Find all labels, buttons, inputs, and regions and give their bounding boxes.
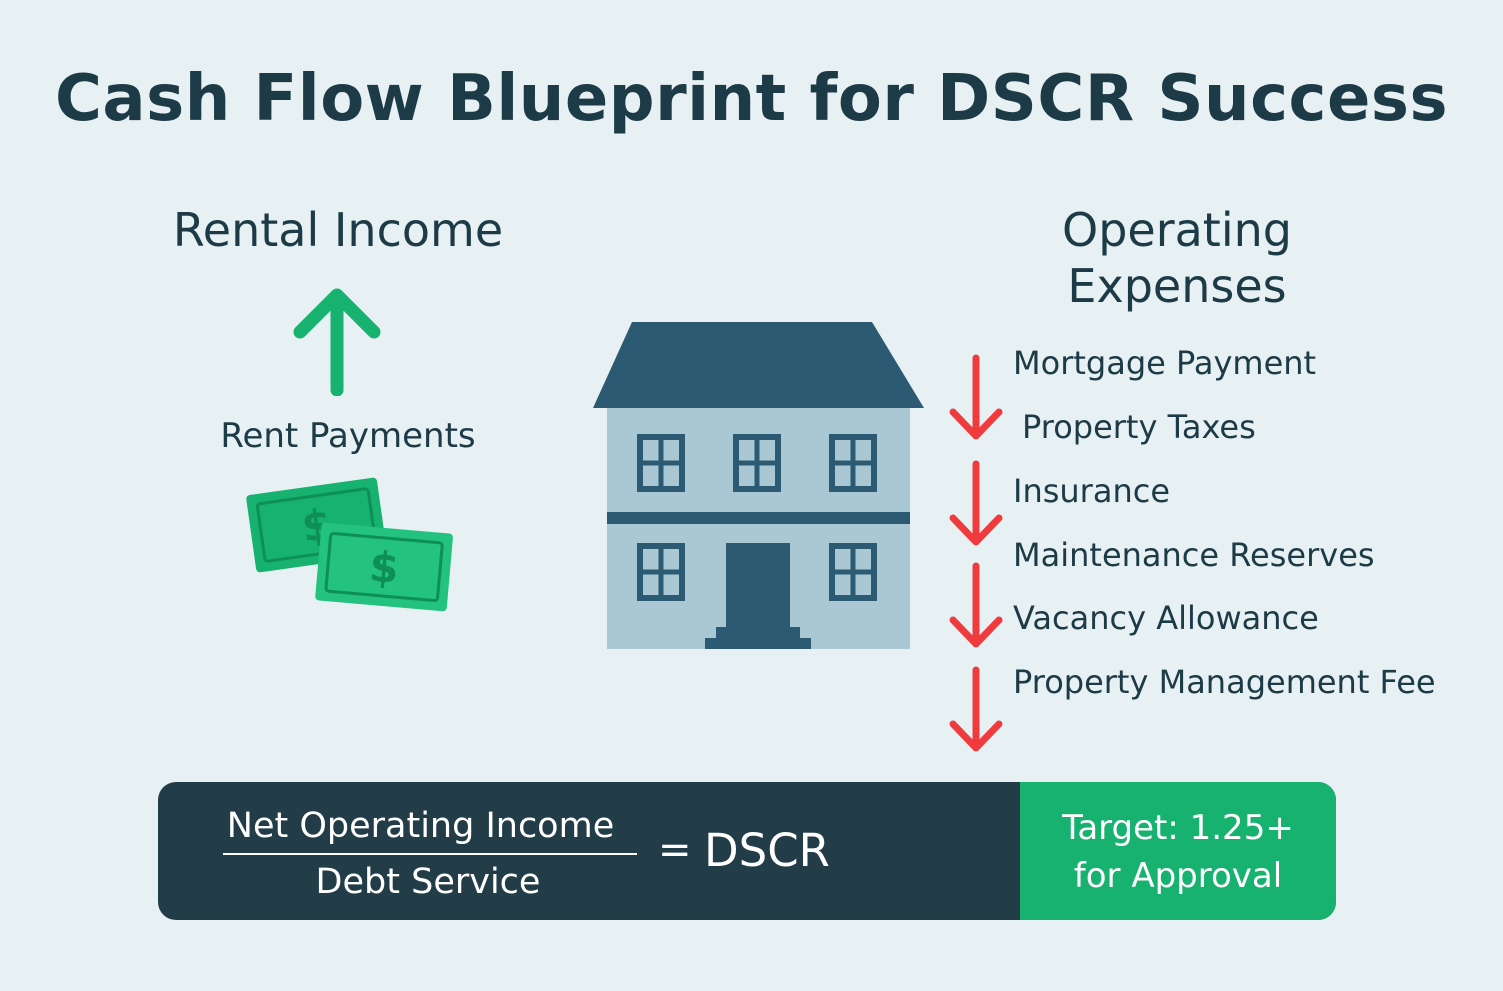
house-roof — [593, 322, 924, 408]
house-step-upper — [716, 627, 800, 638]
expense-item-mortgage-payment: Mortgage Payment — [1013, 344, 1317, 382]
arrow-down-icon — [949, 460, 1003, 546]
formula-denominator: Debt Service — [315, 862, 541, 902]
target-text: Target: 1.25+ for Approval — [1020, 804, 1336, 900]
expense-item-property-management-fee: Property Management Fee — [1013, 663, 1436, 701]
arrow-down-icon — [949, 354, 1003, 440]
house-door — [726, 543, 790, 627]
page-title: Cash Flow Blueprint for DSCR Success — [54, 62, 1449, 136]
arrow-down-icon — [949, 562, 1003, 648]
formula-result: DSCR — [704, 824, 830, 877]
expense-item-vacancy-allowance: Vacancy Allowance — [1013, 599, 1319, 637]
equals-sign: = — [658, 827, 692, 873]
operating-expenses-heading: Operating Expenses — [977, 202, 1377, 314]
rent-payments-label: Rent Payments — [220, 416, 476, 456]
expense-item-insurance: Insurance — [1013, 472, 1170, 510]
target-line2: for Approval — [1073, 856, 1283, 896]
dollar-sign: $ — [367, 542, 400, 593]
target-panel: Target: 1.25+ for Approval — [1020, 782, 1336, 920]
formula-numerator: Net Operating Income — [226, 806, 615, 846]
arrow-down-icon — [949, 666, 1003, 752]
expense-item-maintenance-reserves: Maintenance Reserves — [1013, 536, 1375, 574]
operating-expenses-heading-line2: Expenses — [1067, 259, 1287, 313]
operating-expenses-heading-line1: Operating — [1062, 203, 1292, 257]
expense-arrows — [949, 354, 1003, 752]
money-bills-icon: $ $ — [246, 477, 453, 612]
expense-item-property-taxes: Property Taxes — [1022, 408, 1256, 446]
house-step-lower — [705, 638, 811, 649]
money-bill-front: $ — [315, 522, 453, 612]
target-line1: Target: 1.25+ — [1062, 808, 1294, 848]
dscr-formula-bar: Net Operating Income Debt Service = DSCR… — [158, 782, 1336, 920]
arrow-up-icon — [293, 288, 381, 396]
house-icon — [593, 322, 924, 649]
fraction-line — [223, 853, 637, 855]
rental-income-heading: Rental Income — [172, 203, 504, 257]
house-floor-band — [607, 512, 910, 524]
